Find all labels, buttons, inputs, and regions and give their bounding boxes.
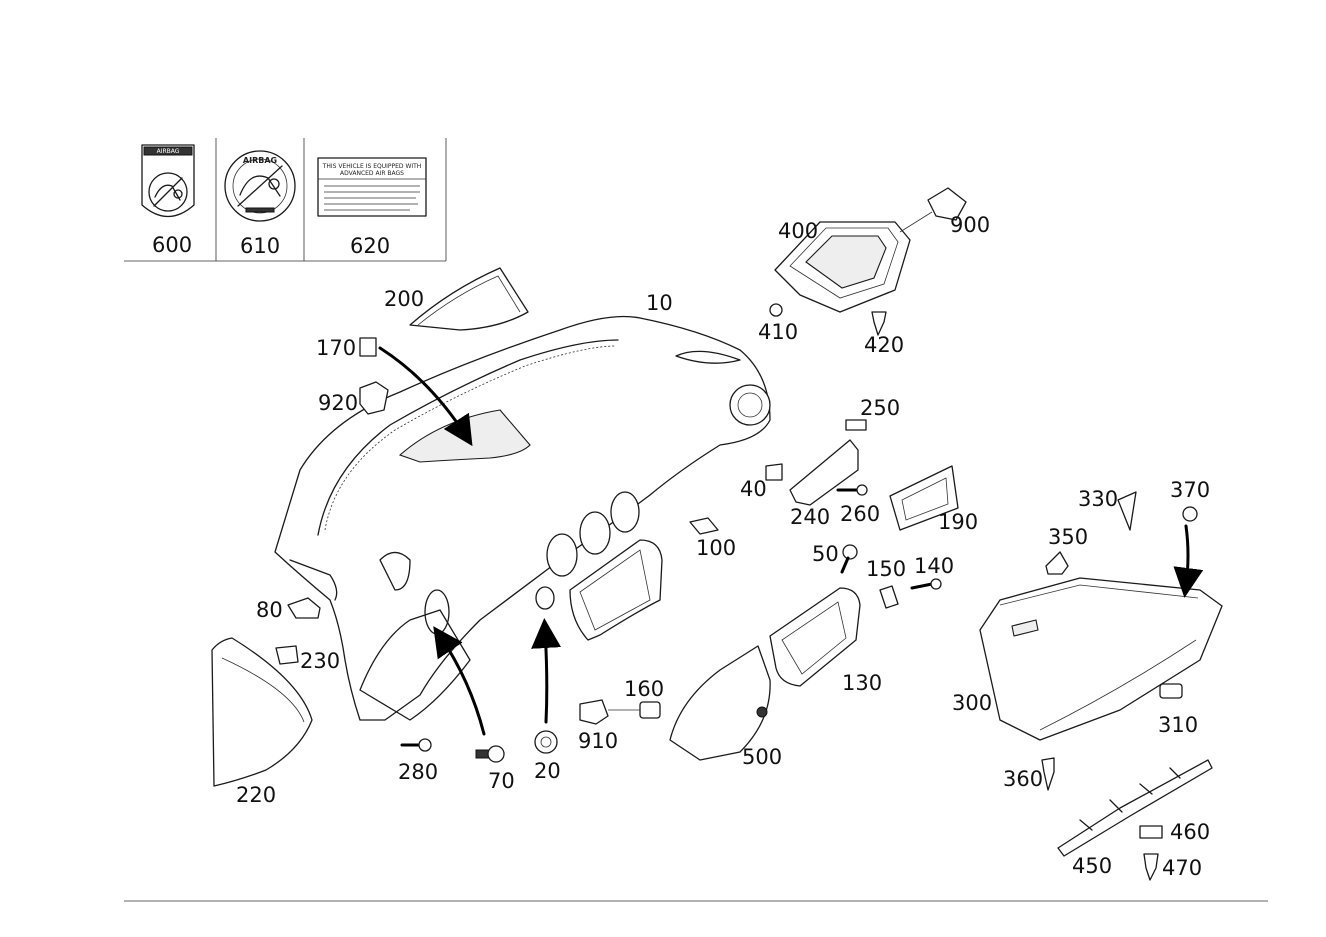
label-280: 280 bbox=[398, 760, 438, 784]
part-910 bbox=[579, 699, 609, 725]
instrument-cluster-400 bbox=[774, 221, 911, 313]
label-400: 400 bbox=[778, 219, 818, 243]
panel-190 bbox=[889, 465, 959, 531]
side-panel-220 bbox=[211, 637, 313, 787]
label-240: 240 bbox=[790, 505, 830, 529]
label-450: 450 bbox=[1072, 854, 1112, 878]
label-360: 360 bbox=[1003, 767, 1043, 791]
dashboard-carrier-10 bbox=[274, 315, 771, 721]
nut-460 bbox=[1139, 825, 1163, 839]
svg-text:AIRBAG: AIRBAG bbox=[243, 156, 277, 165]
label-460: 460 bbox=[1170, 820, 1210, 844]
cover-500 bbox=[669, 645, 771, 761]
label-600: 600 bbox=[152, 233, 192, 257]
screw-50 bbox=[842, 544, 858, 560]
label-230: 230 bbox=[300, 649, 340, 673]
bracket-450 bbox=[1057, 759, 1213, 857]
label-500: 500 bbox=[742, 745, 782, 769]
legend-panel: AIRBAG AIRBAG THIS VEHICLE IS EQUIPPED W… bbox=[124, 138, 447, 262]
label-920: 920 bbox=[318, 391, 358, 415]
label-260: 260 bbox=[840, 502, 880, 526]
airbag-info-label-620: THIS VEHICLE IS EQUIPPED WITH ADVANCED A… bbox=[317, 157, 427, 217]
label-370: 370 bbox=[1170, 478, 1210, 502]
label-10: 10 bbox=[646, 291, 673, 315]
label-40: 40 bbox=[740, 477, 767, 501]
bracket-240 bbox=[789, 439, 859, 506]
part-170 bbox=[359, 337, 377, 357]
clip-80 bbox=[287, 597, 321, 619]
clip-20 bbox=[534, 730, 558, 754]
svg-text:AIRBAG: AIRBAG bbox=[157, 148, 180, 155]
clip-370 bbox=[1182, 506, 1198, 522]
clip-150 bbox=[879, 585, 899, 609]
label-610: 610 bbox=[240, 234, 280, 258]
label-620: 620 bbox=[350, 234, 390, 258]
part-900 bbox=[927, 187, 967, 221]
trim-strip-200 bbox=[409, 267, 529, 331]
part-labels: 600 610 620 10 20 40 50 70 80 100 130 14… bbox=[152, 213, 1210, 880]
label-20: 20 bbox=[534, 759, 561, 783]
glovebox-300 bbox=[979, 577, 1223, 741]
label-300: 300 bbox=[952, 691, 992, 715]
frame-130 bbox=[769, 587, 861, 687]
label-310: 310 bbox=[1158, 713, 1198, 737]
lock-310 bbox=[1159, 683, 1183, 699]
clip-40 bbox=[765, 463, 783, 481]
label-160: 160 bbox=[624, 677, 664, 701]
label-900: 900 bbox=[950, 213, 990, 237]
screw-420 bbox=[871, 311, 887, 336]
hinge-330 bbox=[1117, 491, 1137, 531]
label-330: 330 bbox=[1078, 487, 1118, 511]
label-910: 910 bbox=[578, 729, 618, 753]
label-200: 200 bbox=[384, 287, 424, 311]
screw-470 bbox=[1143, 853, 1159, 881]
label-130: 130 bbox=[842, 671, 882, 695]
label-250: 250 bbox=[860, 396, 900, 420]
airbag-warning-sticker-600: AIRBAG bbox=[141, 144, 195, 218]
label-140: 140 bbox=[914, 554, 954, 578]
label-170: 170 bbox=[316, 336, 356, 360]
label-470: 470 bbox=[1162, 856, 1202, 880]
label-80: 80 bbox=[256, 598, 283, 622]
svg-text:THIS VEHICLE IS EQUIPPED WITH: THIS VEHICLE IS EQUIPPED WITH bbox=[322, 163, 422, 170]
airbag-warning-sticker-610: AIRBAG bbox=[224, 150, 296, 222]
label-190: 190 bbox=[938, 510, 978, 534]
label-350: 350 bbox=[1048, 525, 1088, 549]
label-70: 70 bbox=[488, 769, 515, 793]
label-410: 410 bbox=[758, 320, 798, 344]
screw-140 bbox=[910, 582, 934, 590]
part-250 bbox=[845, 419, 867, 431]
svg-text:ADVANCED AIR BAGS: ADVANCED AIR BAGS bbox=[340, 170, 404, 177]
damper-350 bbox=[1045, 551, 1069, 575]
clip-100 bbox=[689, 517, 719, 535]
clip-230 bbox=[275, 645, 299, 665]
part-920 bbox=[359, 381, 389, 415]
nut-410 bbox=[769, 303, 783, 317]
label-150: 150 bbox=[866, 557, 906, 581]
screw-360 bbox=[1041, 757, 1055, 791]
label-220: 220 bbox=[236, 783, 276, 807]
label-50: 50 bbox=[812, 542, 839, 566]
label-100: 100 bbox=[696, 536, 736, 560]
label-420: 420 bbox=[864, 333, 904, 357]
switch-160 bbox=[639, 701, 661, 719]
